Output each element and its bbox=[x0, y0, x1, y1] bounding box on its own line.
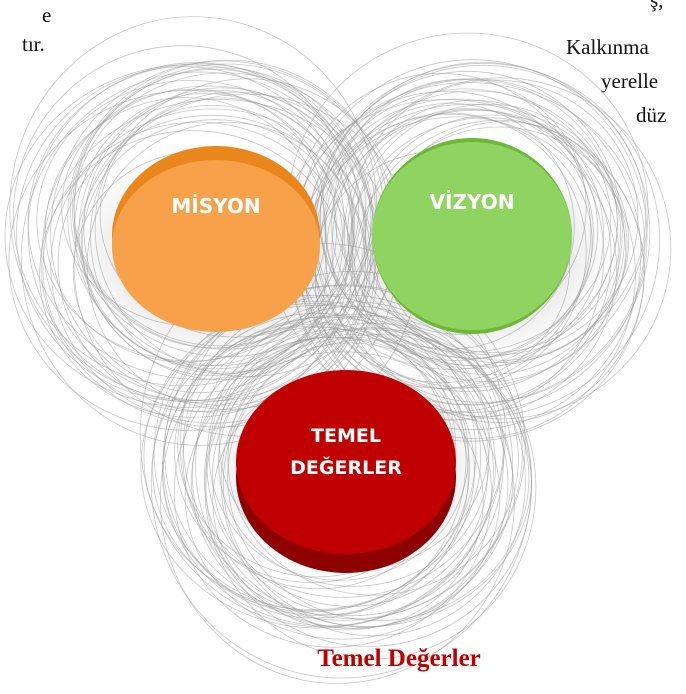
text-fragment-right-2: yerelle bbox=[601, 69, 659, 93]
vision-circle: VİZYON bbox=[372, 138, 572, 334]
mission-circle: MİSYON bbox=[112, 146, 320, 332]
values-label-line-1: TEMEL bbox=[311, 425, 381, 447]
figure-caption: Temel Değerler bbox=[0, 646, 686, 671]
values-circle: TEMEL DEĞERLER bbox=[236, 370, 456, 573]
mission-label: MİSYON bbox=[171, 194, 260, 218]
decorative-ring bbox=[159, 315, 515, 684]
vision-label: VİZYON bbox=[430, 190, 515, 214]
text-fragment-left-2: tır. bbox=[22, 32, 45, 56]
mission-circle-face bbox=[112, 160, 320, 332]
decorative-ring bbox=[173, 336, 492, 648]
decorative-ring bbox=[191, 334, 514, 629]
text-fragment-left-1: e bbox=[42, 3, 52, 27]
text-fragment-top-right: ş, bbox=[650, 0, 664, 12]
text-fragment-right-1: Kalkınma bbox=[566, 35, 649, 59]
vision-circle-face bbox=[372, 142, 572, 330]
values-circle-face bbox=[236, 370, 456, 554]
decorative-rings bbox=[4, 16, 672, 684]
values-label-line-2: DEĞERLER bbox=[290, 455, 402, 479]
figure-caption-text: Temel Değerler bbox=[317, 645, 481, 672]
text-fragment-right-3: düz bbox=[636, 103, 667, 127]
